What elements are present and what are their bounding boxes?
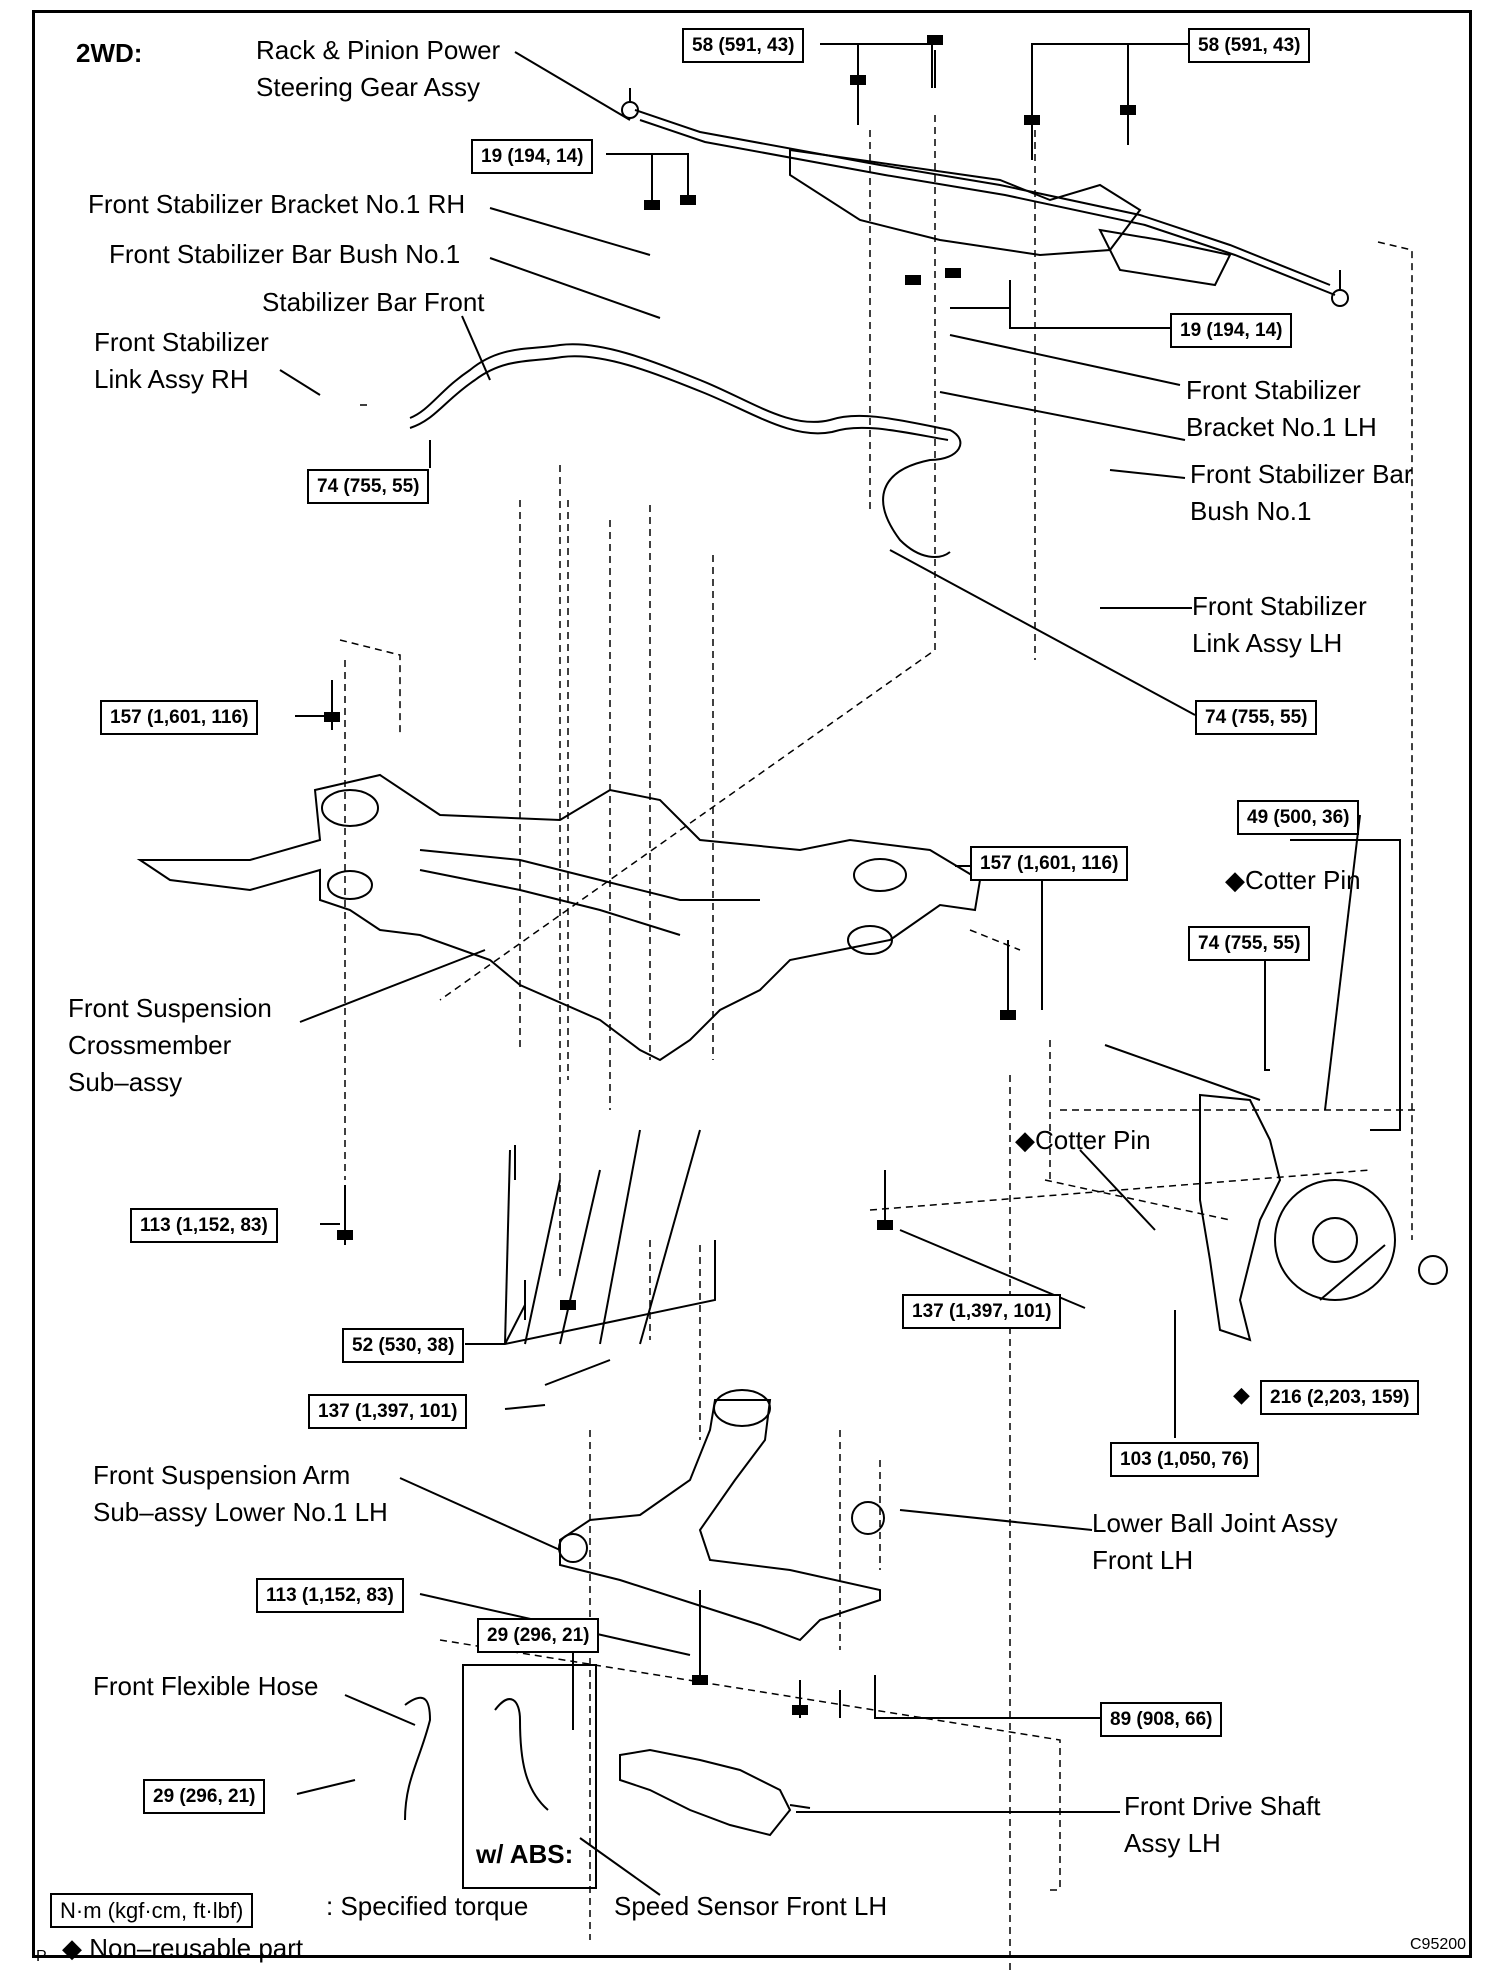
label-ball-joint: Lower Ball Joint Assy Front LH: [1092, 1508, 1338, 1575]
torque-19-top: 19 (194, 14): [471, 139, 594, 174]
label-stabilizer-bar: Stabilizer Bar Front: [262, 287, 485, 317]
torque-137-right: 137 (1,397, 101): [902, 1294, 1062, 1329]
crossmember: [136, 773, 982, 1062]
label-link-lh: Front Stabilizer Link Assy LH: [1192, 591, 1367, 658]
torque-216: 216 (2,203, 159): [1260, 1380, 1420, 1415]
torque-113-lower: 113 (1,152, 83): [256, 1578, 404, 1613]
label-bracket-lh: Front Stabilizer Bracket No.1 LH: [1186, 375, 1377, 442]
label-link-rh: Front Stabilizer Link Assy RH: [94, 327, 269, 394]
variant-title: 2WD:: [76, 38, 143, 68]
torque-157-left: 157 (1,601, 116): [100, 700, 259, 735]
torque-29-left: 29 (296, 21): [143, 1779, 266, 1814]
lower-arm: [558, 1389, 885, 1642]
legend-unit-text: : Specified torque: [326, 1891, 529, 1921]
diagram-frame: [32, 10, 1472, 1958]
torque-74-knuckle: 74 (755, 55): [1188, 926, 1311, 961]
torque-103: 103 (1,050, 76): [1110, 1442, 1259, 1477]
label-cotter-pin-center: ◆Cotter Pin: [1015, 1125, 1151, 1155]
torque-74-right: 74 (755, 55): [1195, 700, 1318, 735]
stabilizer-bar: [409, 343, 962, 558]
torque-137-left: 137 (1,397, 101): [308, 1394, 468, 1429]
label-drive-shaft: Front Drive Shaft Assy LH: [1124, 1791, 1321, 1858]
torque-19-right: 19 (194, 14): [1170, 313, 1293, 348]
legend-unit-box: N·m (kgf·cm, ft·lbf): [50, 1893, 254, 1928]
diamond-216: ◆: [1233, 1382, 1250, 1407]
label-flex-hose: Front Flexible Hose: [93, 1671, 319, 1701]
fasteners: [324, 35, 1136, 1715]
torque-58-left: 58 (591, 43): [682, 28, 805, 63]
label-bush-lh: Front Stabilizer Bar Bush No.1: [1190, 459, 1413, 526]
label-crossmember: Front Suspension Crossmember Sub–assy: [68, 993, 272, 1097]
abs-and-hose: [404, 1664, 597, 1889]
torque-157-right: 157 (1,601, 116): [970, 846, 1129, 881]
label-rack-pinion: Rack & Pinion Power Steering Gear Assy: [256, 35, 501, 102]
label-speed-sensor: Speed Sensor Front LH: [614, 1891, 888, 1921]
torque-58-right: 58 (591, 43): [1188, 28, 1311, 63]
label-lower-arm: Front Suspension Arm Sub–assy Lower No.1…: [93, 1460, 388, 1527]
torque-74-left: 74 (755, 55): [307, 469, 430, 504]
alignment-lines: [339, 115, 1420, 1974]
rack-pinion-gear: [621, 88, 1349, 307]
torque-113-upper: 113 (1,152, 83): [130, 1208, 278, 1243]
drive-shaft: [619, 1748, 811, 1837]
label-cotter-pin-right: ◆Cotter Pin: [1225, 865, 1361, 895]
torque-89: 89 (908, 66): [1100, 1702, 1223, 1737]
torque-52: 52 (530, 38): [342, 1328, 465, 1363]
torque-49: 49 (500, 36): [1237, 800, 1360, 835]
steering-knuckle-hub: [1199, 1093, 1448, 1342]
legend-nonreusable: ◆ Non–reusable part: [62, 1933, 304, 1963]
torque-29-top: 29 (296, 21): [477, 1618, 600, 1653]
page-mark: P: [36, 1948, 47, 1965]
label-abs: w/ ABS:: [476, 1839, 574, 1869]
label-bush-rh: Front Stabilizer Bar Bush No.1: [109, 239, 461, 269]
leader-lines: [279, 51, 1386, 1896]
label-bracket-rh: Front Stabilizer Bracket No.1 RH: [88, 189, 466, 219]
figure-code: C95200: [1410, 1936, 1467, 1953]
